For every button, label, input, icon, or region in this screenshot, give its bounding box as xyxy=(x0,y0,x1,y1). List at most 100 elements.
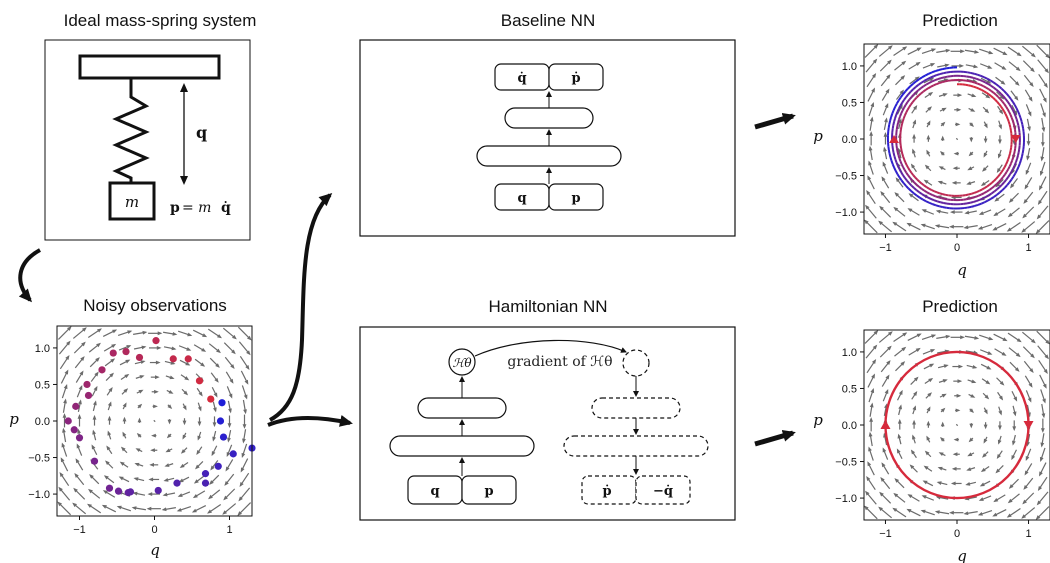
vector-field-arrowhead xyxy=(191,508,197,513)
q-arrow-down-head xyxy=(180,176,188,185)
trajectory-segment xyxy=(913,96,918,101)
trajectory-segment xyxy=(1008,124,1012,128)
trajectory-segment xyxy=(1002,166,1006,171)
vector-field-arrowhead xyxy=(985,94,991,99)
trajectory-segment xyxy=(990,95,994,99)
vector-field-arrowhead xyxy=(1022,213,1027,219)
trajectory-segment xyxy=(900,171,904,176)
vector-field-arrowhead xyxy=(910,449,916,455)
vector-field-arrowhead xyxy=(228,408,232,414)
vector-field-arrowhead xyxy=(1024,470,1029,476)
vector-field-arrowhead xyxy=(1039,456,1044,463)
gradient-label: gradient of ℋθ xyxy=(507,354,612,370)
trajectory-segment xyxy=(900,110,904,115)
vector-field-arrowhead xyxy=(998,395,1004,401)
trajectory-segment xyxy=(972,195,976,199)
vector-field-arrowhead xyxy=(880,477,885,482)
trajectory-segment xyxy=(976,198,981,202)
vector-field-arrowhead xyxy=(95,357,100,362)
vector-field-arrowhead xyxy=(59,471,64,477)
trajectory-segment xyxy=(995,176,999,180)
vector-field-arrowhead xyxy=(215,363,220,368)
trajectory-segment xyxy=(904,162,908,166)
trajectory-segment xyxy=(918,76,923,81)
vector-field-arrowhead xyxy=(956,107,962,112)
data-point xyxy=(122,347,130,356)
trajectory-segment xyxy=(894,114,898,119)
trajectory-segment xyxy=(898,168,902,173)
trajectory-segment xyxy=(971,191,975,195)
gradient-layer-2-dashed xyxy=(591,397,681,419)
vector-field-arrowhead xyxy=(1014,81,1020,86)
data-point xyxy=(216,417,225,425)
vector-field-arrowhead xyxy=(901,60,907,66)
trajectory-segment xyxy=(938,196,942,200)
trajectory-segment xyxy=(892,121,896,126)
trajectory-segment xyxy=(987,198,992,202)
trajectory-segment xyxy=(943,71,947,75)
trajectory-segment xyxy=(928,80,933,84)
trajectory-segment xyxy=(911,99,916,103)
vector-field-arrowhead xyxy=(942,93,948,97)
vector-field-arrowhead xyxy=(112,329,118,334)
vector-field-arrowhead xyxy=(968,151,974,157)
vector-field-arrowhead xyxy=(974,49,980,54)
vector-field-arrowhead xyxy=(171,346,177,351)
vector-field-arrowhead xyxy=(869,116,874,122)
vector-field-arrowhead xyxy=(214,377,219,383)
vector-field-arrowhead xyxy=(231,349,236,355)
vector-field-arrowhead xyxy=(136,432,142,438)
vector-field-arrowhead xyxy=(907,494,913,499)
trajectory-segment xyxy=(921,187,925,192)
trajectory-segment xyxy=(900,163,904,168)
trajectory-segment xyxy=(971,80,976,84)
vector-field-arrowhead xyxy=(201,347,207,352)
vector-field-arrowhead xyxy=(915,61,921,67)
trajectory-segment xyxy=(999,171,1003,176)
trajectory-segment xyxy=(970,205,975,208)
baseline-title: Baseline NN xyxy=(501,11,596,30)
trajectory-segment xyxy=(1009,150,1012,154)
vector-field-arrowhead xyxy=(243,409,247,415)
vector-field-arrowhead xyxy=(110,358,116,363)
vector-field-arrowhead xyxy=(1040,428,1045,433)
vector-field-arrowhead xyxy=(1040,142,1045,147)
trajectory-arrowhead xyxy=(1023,421,1034,430)
trajectory-segment xyxy=(998,103,1002,108)
vector-field-arrowhead xyxy=(1030,67,1035,73)
vector-field-arrowhead xyxy=(124,373,130,379)
prediction-top-trajectory xyxy=(886,66,1026,210)
hamiltonian-hidden-layer-1 xyxy=(389,435,535,457)
trajectory-segment xyxy=(891,109,895,114)
vector-field-arrowhead xyxy=(1035,229,1041,234)
trajectory-segment xyxy=(897,105,902,110)
trajectory-segment xyxy=(977,82,981,86)
trajectory-segment xyxy=(922,83,927,88)
trajectory-segment xyxy=(920,90,924,95)
data-point xyxy=(173,479,181,487)
trajectory-segment xyxy=(908,104,912,108)
trajectory-segment xyxy=(896,108,900,113)
trajectory-segment xyxy=(988,187,993,191)
trajectory-segment xyxy=(990,84,995,89)
vector-field-arrowhead xyxy=(999,94,1005,100)
vector-field-arrowhead xyxy=(200,362,206,367)
trajectory-segment xyxy=(968,80,973,83)
vector-field-arrowhead xyxy=(892,507,898,512)
trajectory-segment xyxy=(988,192,993,197)
trajectory-segment xyxy=(917,81,922,86)
vector-field-arrowhead xyxy=(908,193,914,198)
p-eq-lhs: p xyxy=(170,200,180,216)
data-point xyxy=(219,433,228,441)
vector-field-arrowhead xyxy=(227,423,232,428)
trajectory-segment xyxy=(906,106,910,111)
vector-field-arrowhead xyxy=(148,477,154,482)
vector-field-arrowhead xyxy=(978,497,984,501)
vector-field-arrowhead xyxy=(983,123,988,129)
vector-field-arrowhead xyxy=(966,467,972,471)
vector-field-arrowhead xyxy=(195,464,200,470)
vector-field-arrowhead xyxy=(980,467,986,473)
hamiltonian-input-q: q xyxy=(430,484,439,499)
trajectory-segment xyxy=(918,180,923,185)
